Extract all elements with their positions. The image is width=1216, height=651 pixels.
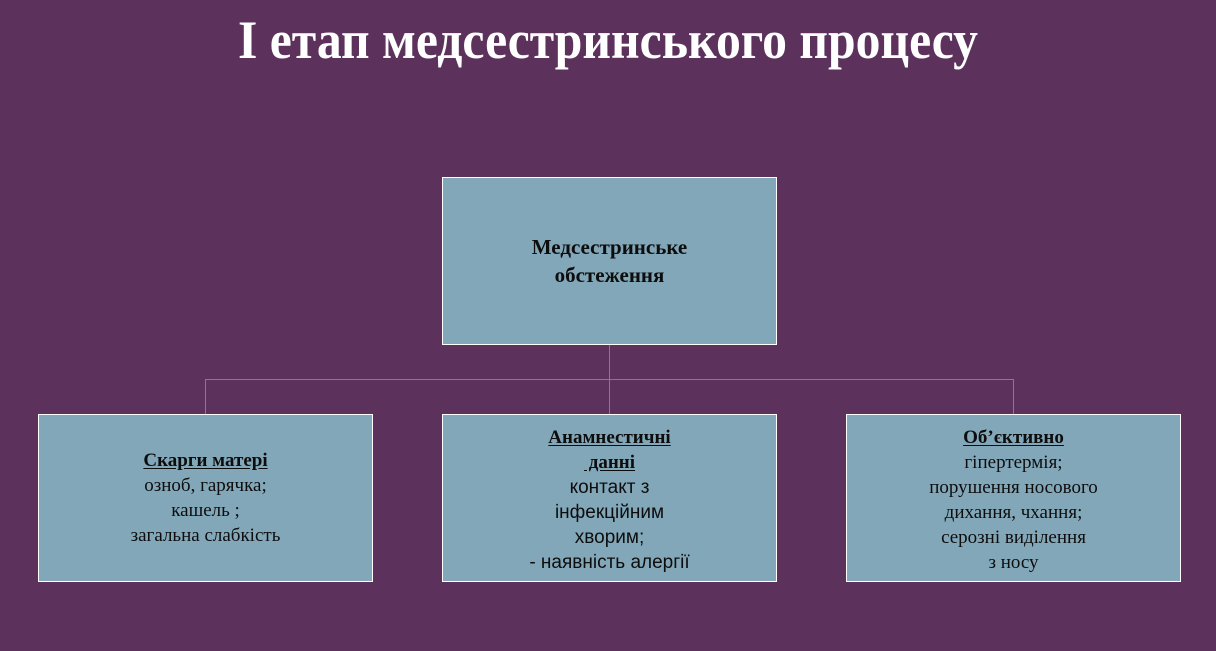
node-line: контакт з: [569, 477, 650, 498]
connector-root-down: [609, 345, 610, 380]
root-node-label: Медсестринське обстеження: [531, 235, 688, 287]
root-node-nursing-examination: Медсестринське обстеження: [442, 177, 777, 345]
child-node-anamnestic-data: Анамнестичні данні контакт з інфекційним…: [442, 414, 777, 582]
node-line: загальна слабкість: [130, 525, 281, 546]
node-line: серозні виділення: [941, 527, 1086, 548]
node-line: дихання, чхання;: [944, 502, 1083, 523]
node-line: хворим;: [574, 527, 645, 548]
node-line: - наявність алергії: [529, 552, 690, 573]
node-line: інфекційним: [554, 502, 665, 523]
node-heading: Скарги матері: [143, 450, 268, 471]
node-line: кашель ;: [171, 500, 240, 521]
node-heading: Анамнестичні: [548, 427, 671, 448]
node-heading: данні: [583, 452, 636, 473]
connector-right-down: [1013, 379, 1014, 414]
connector-left-down: [205, 379, 206, 414]
connector-middle-down: [609, 379, 610, 414]
slide-title: І етап медсестринського процесу: [238, 10, 978, 70]
child-node-mother-complaints: Скарги матері озноб, гарячка; кашель ; з…: [38, 414, 373, 582]
node-line: порушення носового: [929, 477, 1098, 498]
node-line: гіпертермія;: [964, 452, 1063, 473]
child-node-objective: Об’єктивно гіпертермія; порушення носово…: [846, 414, 1181, 582]
node-line: з носу: [988, 552, 1039, 573]
node-heading: Об’єктивно: [963, 427, 1064, 448]
node-line: озноб, гарячка;: [144, 475, 267, 496]
